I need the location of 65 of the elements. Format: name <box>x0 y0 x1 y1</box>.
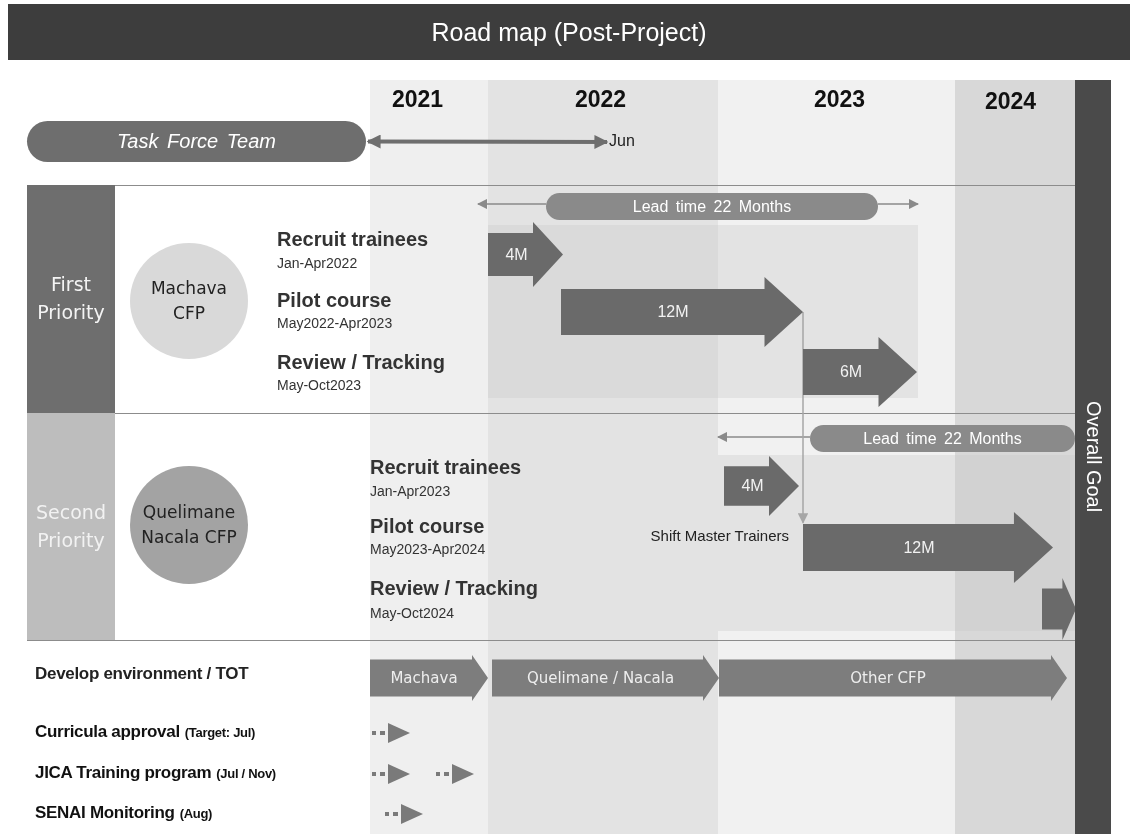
year-label: 2024 <box>985 88 1037 115</box>
task-label: Pilot course <box>277 289 392 312</box>
band-label: First Priority <box>36 272 106 325</box>
task-label: Pilot course <box>370 515 485 538</box>
goal-label: Overall Goal <box>1081 401 1105 513</box>
bar-label: Lead time 22 Months <box>863 429 1022 448</box>
arrow-bar <box>488 222 563 287</box>
arrow <box>716 431 811 443</box>
priority-band <box>27 413 115 640</box>
dotted-arrow-icon <box>436 763 474 785</box>
bar-label: Machava <box>390 669 458 687</box>
task-label: Curricula approval <box>35 722 180 742</box>
rounded-bar <box>546 193 878 220</box>
bar-label: Lead time 22 Months <box>632 197 792 216</box>
task-label: Review / Tracking <box>370 577 538 600</box>
edge-label: Shift Master Trainers <box>650 526 789 544</box>
date-label: May2022-Apr2023 <box>277 315 393 331</box>
arrow-bar <box>1042 578 1076 640</box>
site-label: Machava CFP <box>149 277 229 325</box>
note-label: (Target: Jul) <box>184 725 256 740</box>
site-label: Quelimane Nacala CFP <box>141 501 237 549</box>
task-label: Develop environment / TOT <box>35 664 249 684</box>
arrow-bar <box>803 512 1053 583</box>
date-label: May-Oct2024 <box>370 605 455 621</box>
arrow <box>366 134 609 149</box>
arrow-bar <box>803 337 917 407</box>
task-label: JICA Training program <box>35 763 212 783</box>
arrow-bar <box>492 655 719 701</box>
priority-band <box>27 185 115 413</box>
arrow <box>476 198 547 210</box>
bar-label: 4M <box>741 477 764 495</box>
arrow <box>797 311 809 524</box>
dotted-arrow-icon <box>385 803 423 825</box>
rounded-bar <box>27 121 366 162</box>
note-label: (Aug) <box>179 806 213 821</box>
arrow-bar <box>719 655 1067 701</box>
bar-label: Other CFP <box>850 669 926 687</box>
task-label: Recruit trainees <box>277 228 429 251</box>
arrow-bar <box>561 277 803 347</box>
bar-label: Quelimane / Nacala <box>526 669 675 687</box>
bar-label: Task Force Team <box>117 130 276 153</box>
arrow <box>877 198 920 210</box>
date-label: Jan-Apr2022 <box>277 255 358 271</box>
task-label: SENAI Monitoring <box>35 803 175 823</box>
dotted-arrow-icon <box>372 722 410 744</box>
bar-label: 12M <box>657 303 689 321</box>
bar-label: 6M <box>839 363 863 381</box>
task-label: Review / Tracking <box>277 351 445 374</box>
bar-label: 4M <box>505 245 528 264</box>
year-label: 2022 <box>575 86 627 113</box>
date-label: Jan-Apr2023 <box>370 483 451 499</box>
date-label: May-Oct2023 <box>277 377 362 393</box>
task-label: Recruit trainees <box>370 456 522 479</box>
arrow-bar <box>370 655 488 701</box>
rounded-bar <box>810 425 1075 452</box>
month-label: Jun <box>609 132 645 152</box>
title: Road map (Post-Project) <box>431 17 707 47</box>
goal-bar <box>1075 80 1111 834</box>
date-label: May2023-Apr2024 <box>370 541 486 557</box>
year-label: 2023 <box>814 86 866 113</box>
note-label: (Jul / Nov) <box>216 766 276 781</box>
dotted-arrow-icon <box>372 763 410 785</box>
year-label: 2021 <box>392 86 444 113</box>
arrow-bar <box>724 456 799 516</box>
bar-label: 12M <box>903 538 935 557</box>
